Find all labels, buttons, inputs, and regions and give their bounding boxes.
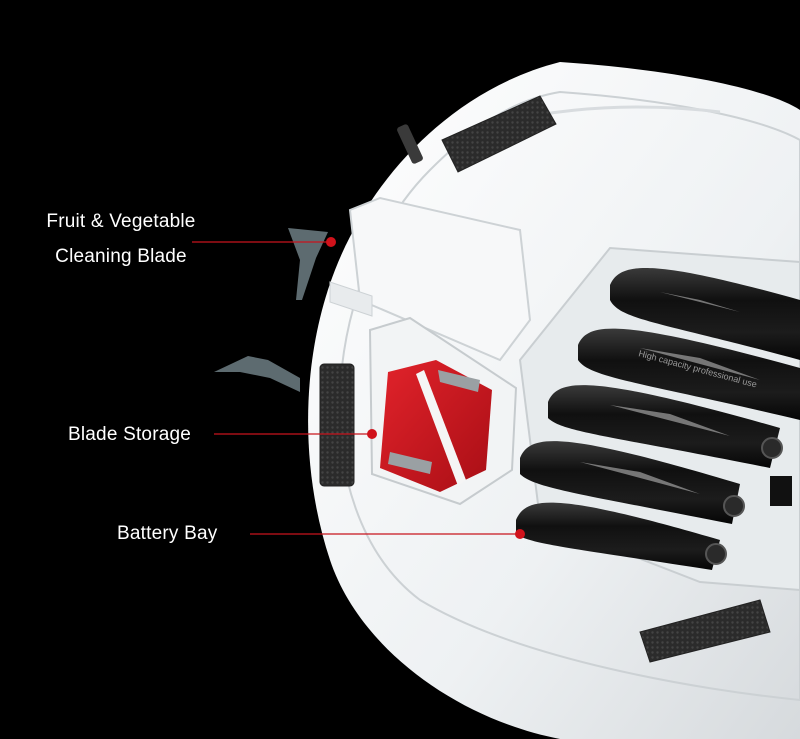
battery-1 [610,267,800,360]
callout-blade-storage [214,429,377,439]
rubber-pad-left [319,363,355,487]
rubber-pad-top [441,95,557,173]
blade-arm-lower [214,356,300,392]
blade-mount [329,196,532,362]
label-fruit-blade-line1: Fruit & Vegetable [46,211,196,232]
label-battery-bay: Battery Bay [117,523,218,544]
battery-4 [520,441,745,524]
blade-arm-upper [288,228,328,300]
label-fruit-blade-line2: Cleaning Blade [55,246,187,267]
battery-5 [516,502,727,570]
callout-fruit-blade [192,237,336,247]
battery-2 [578,328,800,420]
side-button [397,124,423,164]
label-fruit-vegetable-cleaning-blade: Fruit & Vegetable Cleaning Blade [36,210,206,269]
battery-3 [548,385,783,468]
callout-battery-bay [250,529,525,539]
rubber-pad-bottom [639,599,771,663]
blade-storage-red-holder [380,360,492,492]
battery-contact [770,476,792,506]
label-blade-storage: Blade Storage [68,424,192,445]
